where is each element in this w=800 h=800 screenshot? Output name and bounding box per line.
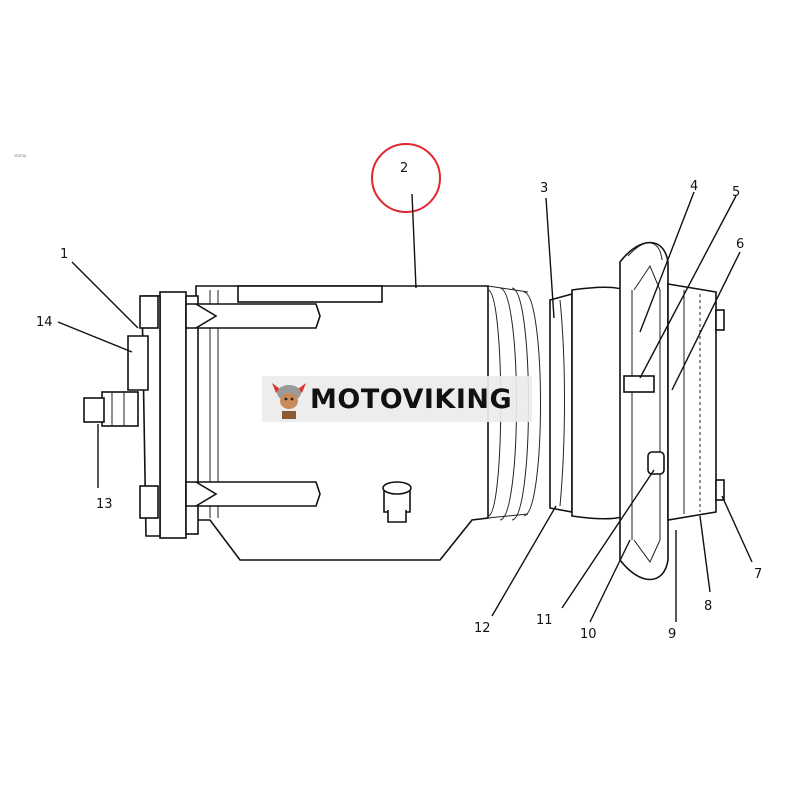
callout-11: 11: [536, 613, 553, 628]
callout-9: 9: [668, 627, 676, 642]
viking-mascot-icon: [272, 383, 306, 419]
callout-10: 10: [580, 627, 597, 642]
corner-mark: stamp: [14, 153, 27, 158]
callout-2: 2: [400, 161, 408, 176]
watermark-banner: MOTOVIKING: [262, 376, 532, 422]
clutch-pulley-assembly: [549, 241, 725, 581]
callout-1: 1: [60, 247, 68, 262]
callout-5: 5: [732, 185, 740, 200]
callout-8: 8: [704, 599, 712, 614]
callout-labels: 1 2 3 4 5 6 7 8 9 10 11 12 13 14: [36, 161, 762, 642]
callout-4: 4: [690, 179, 698, 194]
brand-name: MOTOVIKING: [310, 383, 513, 415]
leader-lines: [57, 191, 753, 623]
callout-3: 3: [540, 181, 548, 196]
rear-plate: [83, 291, 321, 539]
callout-14: 14: [36, 315, 53, 330]
callout-6: 6: [736, 237, 744, 252]
highlight-circle: [371, 143, 441, 213]
callout-13: 13: [96, 497, 113, 512]
callout-12: 12: [474, 621, 491, 636]
callout-7: 7: [754, 567, 762, 582]
